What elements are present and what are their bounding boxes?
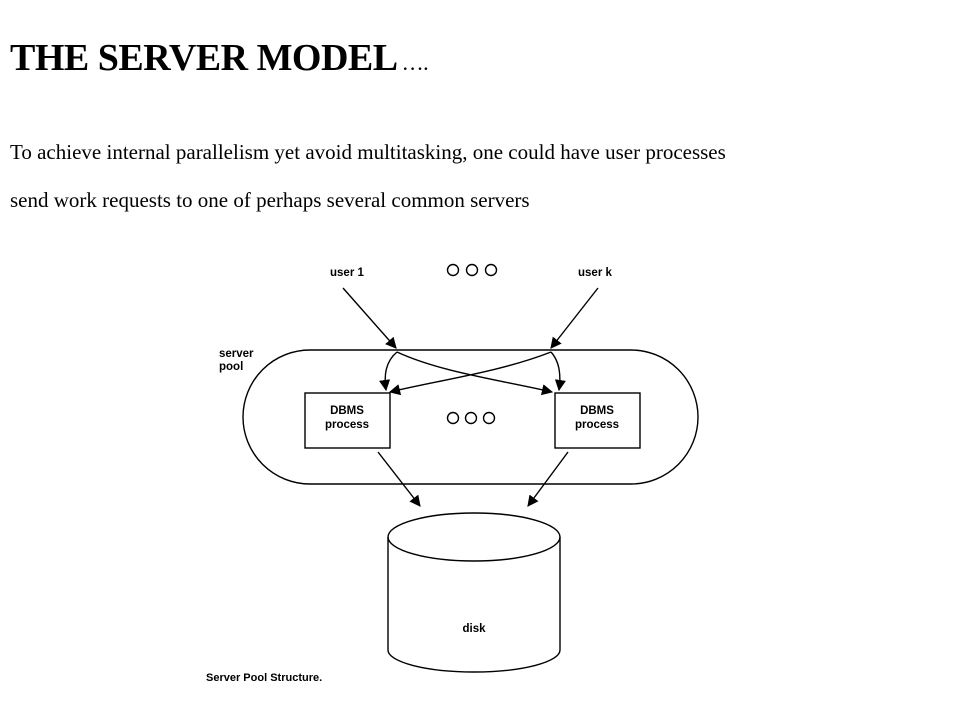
- processes-ellipsis-icon: [446, 411, 496, 425]
- arrow-user1-to-left-process: [379, 351, 398, 392]
- dbms-process-right-label-1: DBMS: [580, 405, 614, 417]
- dbms-process-left-label-1: DBMS: [330, 405, 364, 417]
- user-1-label: user 1: [330, 267, 364, 279]
- arrow-right-process-to-disk: [527, 451, 569, 507]
- arrow-userk-to-left-process: [388, 351, 552, 396]
- server-pool-label-1: server: [219, 348, 254, 360]
- slide-title: THE SERVER MODEL….: [10, 36, 429, 80]
- slide-body: To achieve internal parallelism yet avoi…: [10, 128, 950, 224]
- server-pool-label-2: pool: [219, 361, 243, 373]
- arrow-userk-to-right-process: [550, 351, 566, 392]
- arrow-user1-to-pool: [342, 287, 397, 349]
- diagram-caption: Server Pool Structure.: [206, 672, 322, 684]
- disk-label: disk: [462, 623, 486, 635]
- arrow-userk-to-pool: [550, 287, 599, 349]
- slide-title-text: THE SERVER MODEL: [10, 37, 398, 79]
- slide-title-ellipsis: ….: [401, 50, 429, 75]
- body-line-2: send work requests to one of perhaps sev…: [10, 188, 530, 212]
- dbms-process-left: [304, 392, 391, 449]
- dbms-process-right-label-2: process: [575, 419, 619, 431]
- users-ellipsis-icon: [446, 263, 498, 277]
- user-k-label: user k: [578, 267, 612, 279]
- arrow-left-process-to-disk: [377, 451, 421, 507]
- dbms-process-right: [554, 392, 641, 449]
- body-line-1: To achieve internal parallelism yet avoi…: [10, 140, 726, 164]
- server-pool-boundary: [242, 349, 699, 485]
- disk-cylinder: [387, 512, 561, 673]
- dbms-process-left-label-2: process: [325, 419, 369, 431]
